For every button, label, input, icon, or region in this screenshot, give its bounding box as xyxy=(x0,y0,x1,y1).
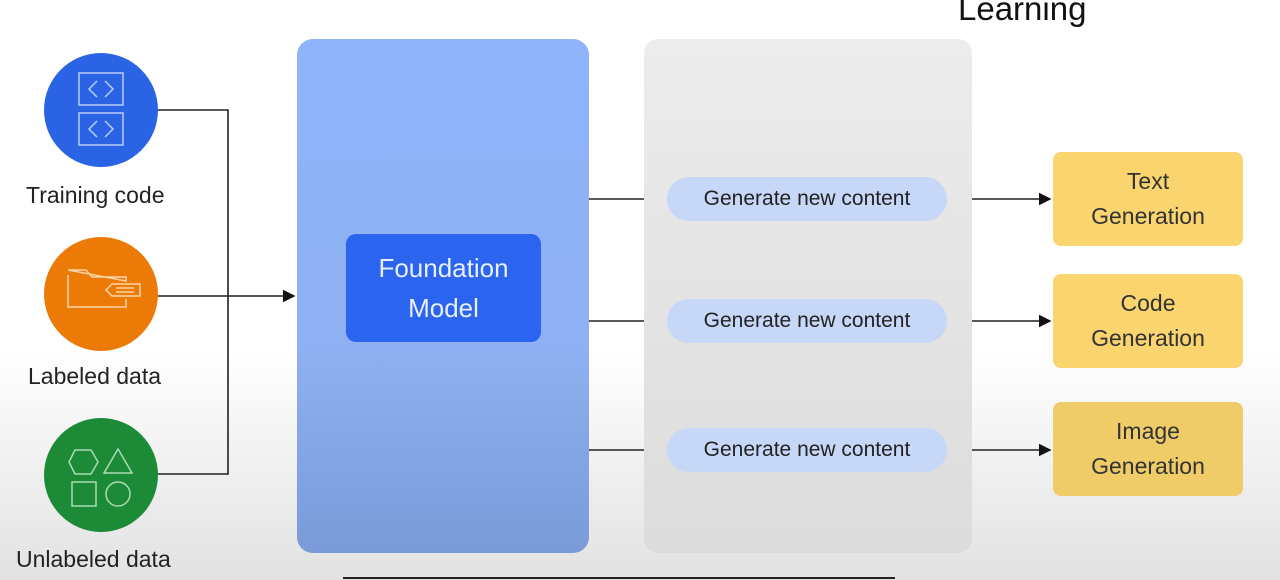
slide-title-fragment: Learning xyxy=(958,0,1087,27)
output-label-line1: Image xyxy=(1116,418,1180,444)
labeled-data-label: Labeled data xyxy=(28,363,162,389)
labeled-data-node xyxy=(44,237,158,351)
input-bracket-line xyxy=(158,109,229,475)
code-generation-box: Code Generation xyxy=(1053,274,1243,368)
generate-pill-2: Generate new content xyxy=(667,299,947,343)
output-label-line2: Generation xyxy=(1091,453,1205,479)
code-blocks-icon xyxy=(78,72,124,146)
output-label-line2: Generation xyxy=(1091,325,1205,351)
foundation-model-box: Foundation Model xyxy=(346,234,541,342)
text-generation-box: Text Generation xyxy=(1053,152,1243,246)
generate-pill-3: Generate new content xyxy=(667,428,947,472)
foundation-model-label-1: Foundation xyxy=(378,253,509,283)
generation-panel xyxy=(644,39,972,553)
training-code-label: Training code xyxy=(26,182,165,208)
unlabeled-data-label: Unlabeled data xyxy=(16,546,171,572)
output-label-line1: Text xyxy=(1126,168,1170,194)
output-label-line2: Generation xyxy=(1091,203,1205,229)
image-generation-box: Image Generation xyxy=(1053,402,1243,496)
foundation-model-label-2: Model xyxy=(408,293,479,323)
unlabeled-data-node xyxy=(44,418,158,532)
output-label-line1: Code xyxy=(1120,290,1176,316)
generate-pill-1: Generate new content xyxy=(667,177,947,221)
labeled-folder-icon xyxy=(67,269,141,308)
training-code-node xyxy=(44,53,158,167)
shapes-icon xyxy=(68,447,134,507)
